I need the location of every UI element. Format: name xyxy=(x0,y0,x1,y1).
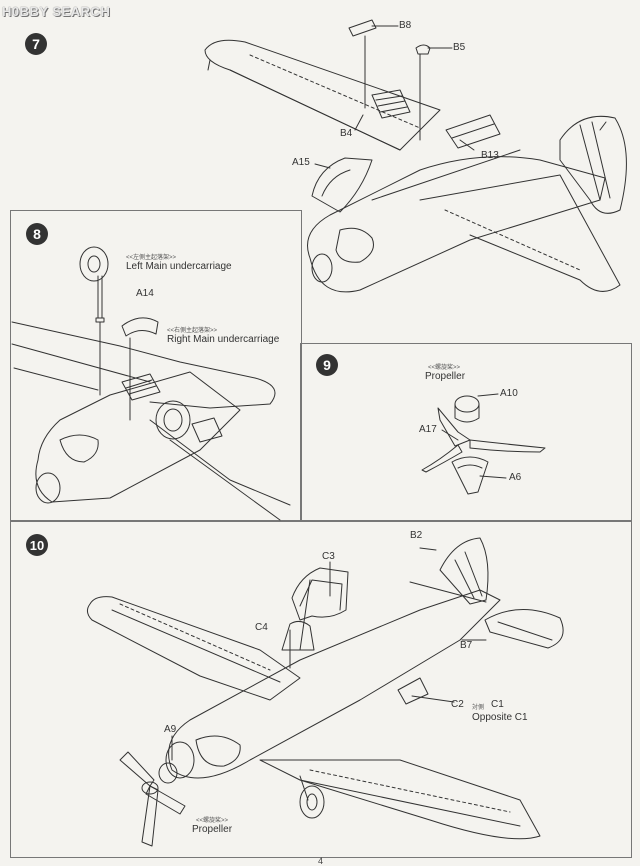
right-undercarriage-cn-label: <<右側主起落架>> xyxy=(167,328,218,334)
step-9-propeller-assembly xyxy=(421,393,546,495)
step-10-airframe xyxy=(86,537,564,847)
opposite-cn-label: 対側 xyxy=(472,705,485,711)
part-b2-label: B2 xyxy=(410,530,423,541)
step-8-badge: 8 xyxy=(26,223,48,245)
step-7-airframe xyxy=(204,19,627,293)
right-undercarriage-label: Right Main undercarriage xyxy=(167,334,280,345)
part-b8-label: B8 xyxy=(399,20,412,31)
part-a17-label: A17 xyxy=(419,424,437,435)
step-10-panel xyxy=(10,520,632,858)
part-c1-label: C1 xyxy=(491,699,504,710)
propeller-label: Propeller xyxy=(425,371,466,382)
hobby-search-watermark: H0BBY SEARCH xyxy=(2,4,111,19)
step-7-badge: 7 xyxy=(25,33,47,55)
part-a9-label: A9 xyxy=(164,724,177,735)
part-b7-label: B7 xyxy=(460,640,473,651)
part-b4-label: B4 xyxy=(340,128,353,139)
part-c2-label: C2 xyxy=(451,699,464,710)
step-9-badge: 9 xyxy=(316,354,338,376)
part-a14-label: A14 xyxy=(136,288,154,299)
propeller-cn-label: <<螺旋桨>> xyxy=(428,365,461,371)
step-9-panel xyxy=(300,343,632,522)
step-8-airframe xyxy=(11,246,291,521)
part-a10-label: A10 xyxy=(500,388,518,399)
propeller-10-cn-label: <<螺旋桨>> xyxy=(196,818,229,824)
step-10-badge: 10 xyxy=(26,534,48,556)
part-a15-label: A15 xyxy=(292,157,310,168)
opposite-c1-label: Opposite C1 xyxy=(472,712,528,723)
page-number: 4 xyxy=(318,856,324,866)
left-undercarriage-label: Left Main undercarriage xyxy=(126,261,232,272)
step-8-panel xyxy=(10,210,302,522)
part-c4-label: C4 xyxy=(255,622,268,633)
part-c3-label: C3 xyxy=(322,551,335,562)
part-b5-label: B5 xyxy=(453,42,466,53)
part-b13-label: B13 xyxy=(481,150,499,161)
propeller-10-label: Propeller xyxy=(192,824,233,835)
left-undercarriage-cn-label: <<左側主起落架>> xyxy=(126,255,177,261)
part-a6-label: A6 xyxy=(509,472,522,483)
